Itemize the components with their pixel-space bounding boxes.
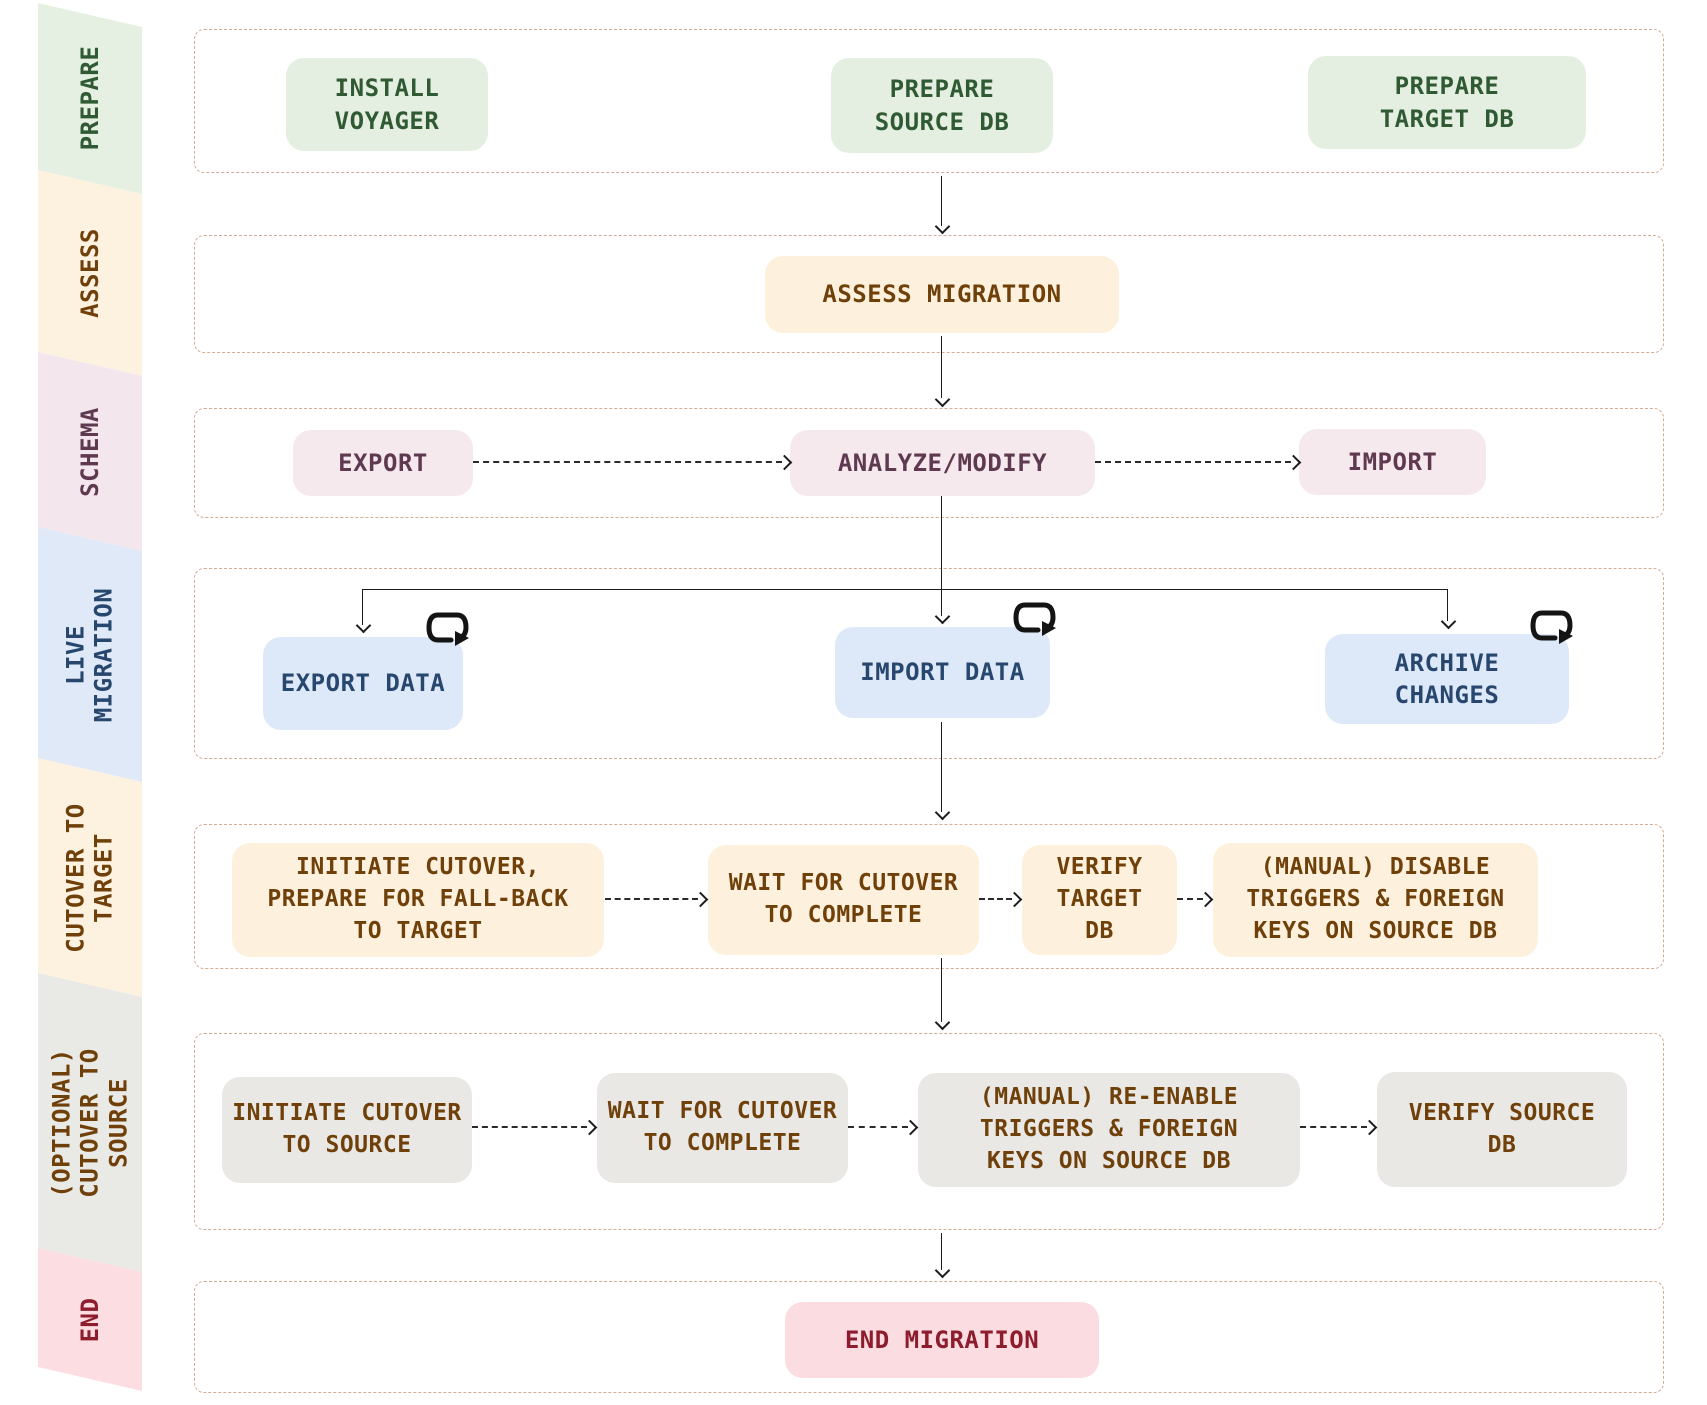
node-verify-target-db: VERIFY TARGET DB: [1022, 845, 1177, 955]
node-install-voyager: INSTALL VOYAGER: [286, 58, 488, 151]
lane-end: [194, 1281, 1664, 1393]
node-import-data: IMPORT DATA: [835, 627, 1050, 718]
node-assess-migration: ASSESS MIGRATION: [765, 256, 1119, 333]
arrow-live-to-cutover-target: [941, 722, 942, 812]
repeat-loop-icon: [1013, 602, 1056, 636]
node-prepare-target-db: PREPARE TARGET DB: [1308, 56, 1586, 149]
branch-line: [362, 589, 1448, 590]
lane-label-cutover-source: (OPTIONAL) CUTOVER TO SOURCE: [47, 1048, 133, 1198]
lane-label-schema: SCHEMA: [75, 407, 104, 497]
node-initiate-cutover-target: INITIATE CUTOVER, PREPARE FOR FALL-BACK …: [232, 843, 604, 957]
node-analyze-modify: ANALYZE/MODIFY: [790, 430, 1095, 496]
node-manual-disable-triggers: (MANUAL) DISABLE TRIGGERS & FOREIGN KEYS…: [1213, 843, 1538, 957]
node-prepare-source-db: PREPARE SOURCE DB: [831, 58, 1053, 153]
dashed-arrow-wait-to-reenable: [848, 1126, 908, 1128]
arrow-assess-to-schema: [941, 336, 942, 398]
arrow-source-to-end: [941, 1233, 942, 1270]
node-export-schema: EXPORT: [293, 430, 473, 496]
node-export-data: EXPORT DATA: [263, 637, 463, 730]
node-wait-cutover-source: WAIT FOR CUTOVER TO COMPLETE: [597, 1073, 848, 1183]
lane-label-prepare: PREPARE: [75, 45, 104, 151]
dashed-arrow-initiate-to-wait-source: [472, 1126, 587, 1128]
branch-to-archive-changes: [1447, 590, 1448, 621]
lane-label-assess: ASSESS: [75, 228, 104, 318]
branch-to-export-data: [362, 590, 363, 625]
arrowhead-down-icon: [934, 1262, 951, 1279]
lane-cutover-source: [194, 1033, 1664, 1230]
arrowhead-down-icon: [934, 391, 951, 408]
node-archive-changes: ARCHIVE CHANGES: [1325, 634, 1569, 724]
lane-label-end: END: [75, 1297, 104, 1343]
dashed-arrow-export-to-analyze: [473, 461, 782, 463]
arrow-prepare-to-assess: [941, 176, 942, 226]
node-verify-source-db: VERIFY SOURCE DB: [1377, 1072, 1627, 1187]
arrowhead-down-icon: [934, 804, 951, 821]
lane-prepare: [194, 29, 1664, 173]
lane-live-migration: [194, 568, 1664, 759]
node-initiate-cutover-source: INITIATE CUTOVER TO SOURCE: [222, 1077, 472, 1183]
repeat-loop-icon: [426, 612, 469, 646]
dashed-arrow-reenable-to-verify-source: [1300, 1126, 1367, 1128]
arrow-schema-to-live: [941, 496, 942, 616]
arrowhead-down-icon: [934, 218, 951, 235]
dashed-arrow-initiate-to-wait-target: [605, 898, 698, 900]
repeat-loop-icon: [1530, 610, 1573, 644]
lane-schema: [194, 408, 1664, 518]
lane-cutover-target: [194, 824, 1664, 969]
lane-label-cutover-target: CUTOVER TO TARGET: [61, 803, 118, 953]
lane-assess: [194, 235, 1664, 353]
arrowhead-down-icon: [934, 1014, 951, 1031]
lane-label-live-migration: LIVE MIGRATION: [61, 587, 118, 723]
node-end-migration: END MIGRATION: [785, 1302, 1099, 1378]
dashed-arrow-wait-to-verify-target: [979, 898, 1012, 900]
arrow-cutover-target-to-source: [941, 958, 942, 1022]
dashed-arrow-verify-to-disable: [1177, 898, 1203, 900]
node-wait-cutover-target: WAIT FOR CUTOVER TO COMPLETE: [708, 845, 979, 955]
dashed-arrow-analyze-to-import: [1095, 461, 1291, 463]
node-manual-reenable-triggers: (MANUAL) RE-ENABLE TRIGGERS & FOREIGN KE…: [918, 1073, 1300, 1187]
node-import-schema: IMPORT: [1299, 429, 1486, 495]
